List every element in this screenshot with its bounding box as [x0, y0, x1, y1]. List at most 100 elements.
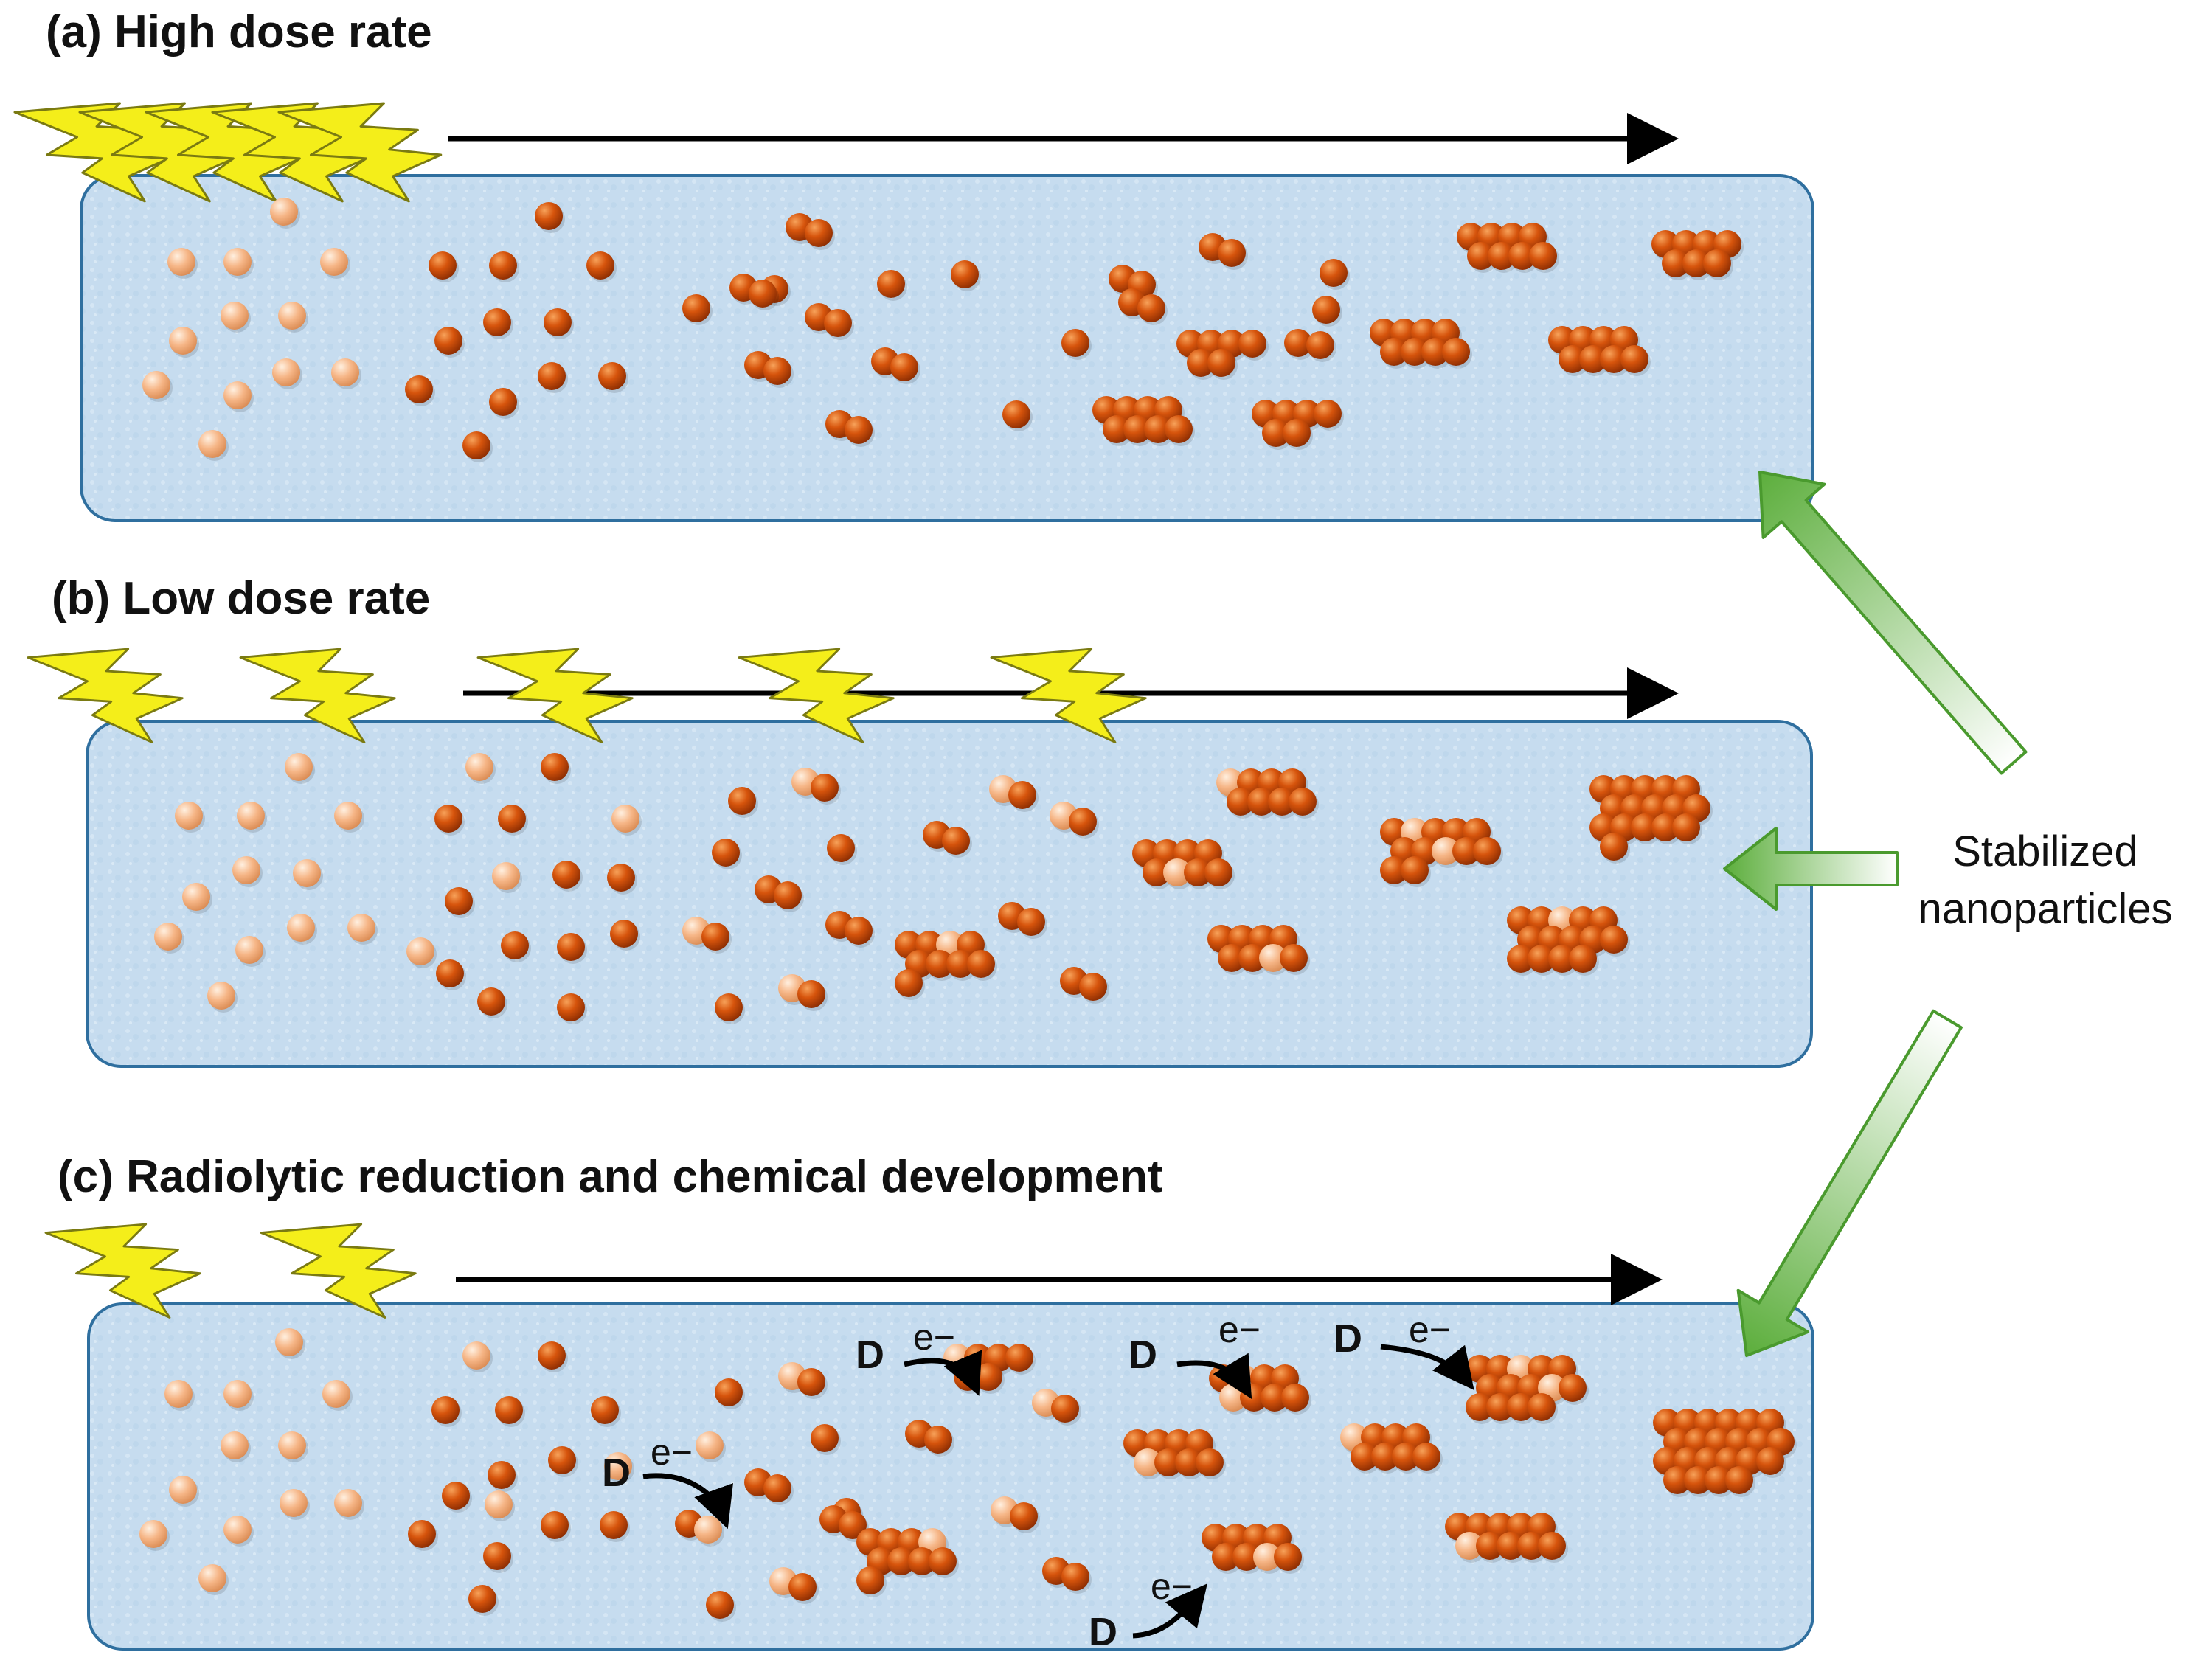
reduced-particle: [607, 864, 635, 892]
reduced-particle: [706, 1591, 734, 1619]
precursor-particle: [223, 1516, 252, 1544]
reduced-particle: [967, 950, 995, 978]
electron-donor-label: D: [1128, 1333, 1157, 1377]
electron-donor-label: D: [602, 1451, 631, 1495]
precursor-particle: [406, 937, 434, 965]
reduced-particle: [1380, 338, 1408, 366]
electron-label: e−: [1409, 1309, 1452, 1350]
reduced-particle: [591, 1396, 619, 1424]
precursor-particle: [696, 1431, 724, 1459]
reduced-particle: [1651, 813, 1679, 841]
precursor-particle: [275, 1328, 303, 1356]
reduced-particle: [1017, 908, 1045, 936]
reduced-particle: [1401, 338, 1429, 366]
reduced-particle: [895, 969, 923, 997]
reduced-particle: [1144, 415, 1172, 443]
precursor-particle: [221, 1431, 249, 1459]
lightning-bolt-icon: [738, 648, 895, 743]
reduced-particle: [1486, 1393, 1514, 1421]
precursor-particle: [280, 1489, 308, 1517]
reduced-particle: [1196, 1448, 1224, 1476]
electron-label: e−: [651, 1431, 693, 1473]
reduced-particle: [1371, 1443, 1399, 1471]
reduced-particle: [1184, 858, 1212, 886]
reduced-particle: [429, 251, 457, 280]
precursor-particle: [232, 856, 260, 884]
reduced-particle: [1351, 1443, 1379, 1471]
reduced-particle: [541, 1511, 569, 1539]
panel-c-particles: [139, 1328, 1797, 1622]
reduced-particle: [1528, 945, 1556, 973]
reduced-particle: [715, 1378, 743, 1406]
reduced-particle: [1412, 1443, 1440, 1471]
reduced-particle: [405, 375, 433, 403]
reduced-particle: [924, 1426, 952, 1454]
panel-c-title: (c) Radiolytic reduction and chemical de…: [58, 1151, 1163, 1202]
precursor-particle: [139, 1520, 167, 1548]
electron-donor-label: D: [856, 1333, 884, 1377]
reduced-particle: [1010, 1502, 1038, 1530]
panel-b-title: (b) Low dose rate: [52, 573, 431, 624]
precursor-particle: [1163, 858, 1191, 886]
reduced-particle: [926, 950, 954, 978]
precursor-particle: [169, 327, 197, 355]
precursor-particle: [694, 1516, 722, 1544]
reduced-particle: [1620, 345, 1648, 373]
reduced-particle: [1517, 1532, 1545, 1560]
reduced-particle: [1165, 415, 1193, 443]
reduced-particle: [501, 931, 529, 959]
reduced-particle: [749, 280, 777, 308]
precursor-particle: [164, 1380, 193, 1408]
precursor-particle: [278, 302, 306, 330]
reduced-particle: [1528, 1393, 1556, 1421]
precursor-particle: [293, 859, 321, 887]
precursor-particle: [334, 1489, 362, 1517]
reduced-particle: [1261, 1384, 1289, 1412]
reduced-particle: [1476, 1532, 1504, 1560]
reduced-particle: [600, 1511, 628, 1539]
reduced-particle: [1497, 1532, 1525, 1560]
lightning-bolt-icon: [13, 102, 178, 203]
reduced-particle: [489, 388, 517, 416]
reduced-particle: [544, 308, 572, 336]
reduced-particle: [434, 805, 462, 833]
electron-label: e−: [1218, 1309, 1261, 1350]
precursor-particle: [198, 1564, 226, 1592]
precursor-particle: [169, 1476, 197, 1504]
reduced-particle: [856, 1566, 884, 1594]
reduced-particle: [610, 920, 638, 948]
reduced-particle: [548, 1446, 576, 1474]
reduced-particle: [1187, 349, 1215, 377]
reduced-particle: [1218, 944, 1246, 972]
reduced-particle: [1392, 1443, 1420, 1471]
reduced-particle: [942, 827, 970, 855]
reduced-particle: [929, 1547, 957, 1575]
reduced-particle: [1600, 345, 1628, 373]
precursor-particle: [278, 1431, 306, 1459]
precursor-particle: [485, 1490, 513, 1518]
reduced-particle: [1280, 944, 1308, 972]
reduced-particle: [538, 362, 566, 390]
panel-b-particles: [154, 753, 1713, 1024]
precursor-particle: [1134, 1448, 1162, 1476]
panel-b: [27, 648, 1813, 1068]
reduced-particle: [538, 1341, 566, 1370]
reduced-particle: [1123, 415, 1151, 443]
electron-donor-label: D: [1089, 1610, 1117, 1654]
reduced-particle: [552, 861, 580, 889]
reaction-vessel: [87, 1302, 1814, 1651]
reduced-particle: [845, 917, 873, 945]
reduced-particle: [1306, 331, 1334, 359]
reduced-particle: [1232, 1543, 1261, 1571]
reduced-particle: [1262, 419, 1290, 447]
reduced-particle: [797, 980, 825, 1008]
precursor-particle: [465, 753, 493, 781]
electron-label: e−: [1151, 1566, 1193, 1607]
precursor-particle: [221, 302, 249, 330]
reduced-particle: [488, 1461, 516, 1489]
reduced-particle: [483, 308, 511, 336]
reduced-particle: [1061, 329, 1089, 357]
reduced-particle: [1631, 813, 1659, 841]
